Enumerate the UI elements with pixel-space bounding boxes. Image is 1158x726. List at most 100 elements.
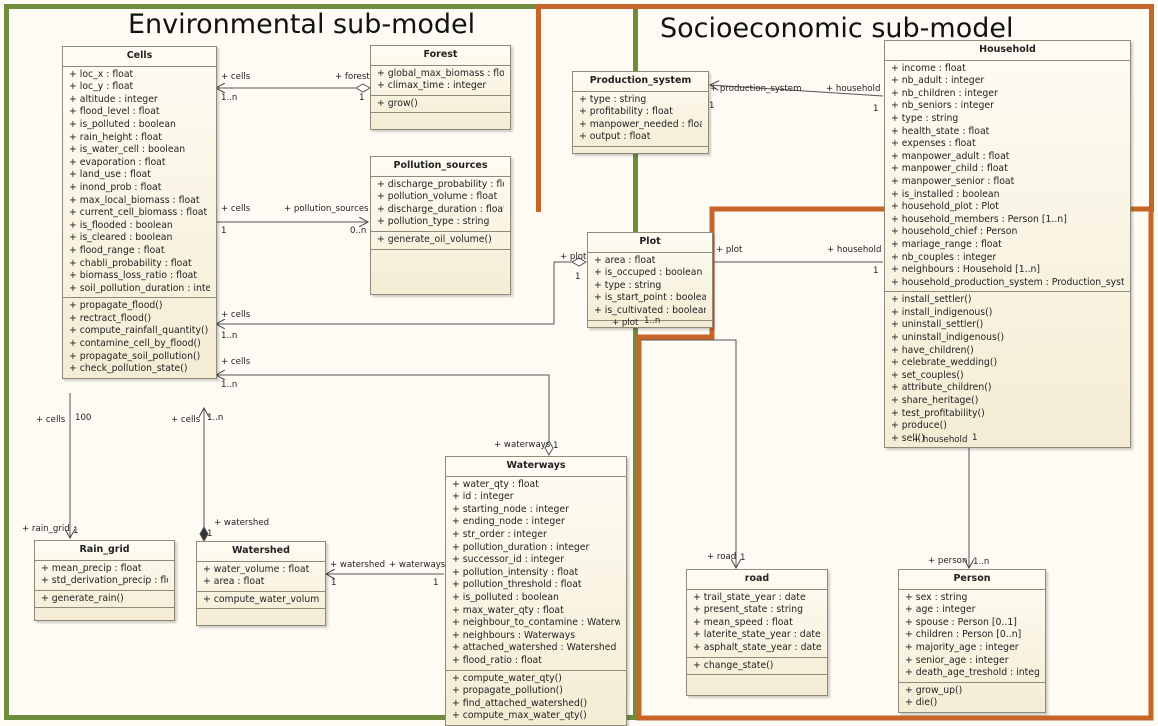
attribute: + inond_prob : float (69, 181, 162, 193)
class-household[interactable]: Household + income : float + nb_adult : … (884, 40, 1131, 449)
attribute: + neighbours : Waterways (452, 629, 576, 641)
attribute: + nb_children : integer (891, 87, 998, 99)
empty-section (371, 113, 510, 129)
assoc-plot-road (639, 336, 736, 568)
assoc-label: + cells (171, 415, 201, 425)
class-name: Household (885, 41, 1130, 61)
multiplicity-label: 1..n (644, 316, 661, 326)
assoc-label: + cells (36, 415, 66, 425)
assoc-label: + pollution_sources (284, 204, 369, 214)
class-person[interactable]: Person + sex : string + age : integer + … (898, 569, 1046, 713)
attribute: + flood_ratio : float (452, 654, 542, 666)
operation: + grow() (377, 97, 418, 109)
attribute: + is_occuped : boolean (594, 267, 703, 279)
attribute: + nb_adult : integer (891, 75, 985, 87)
attribute: + expenses : float (891, 138, 976, 150)
attribute: + pollution_threshold : float (452, 579, 582, 591)
attribute: + is_cultivated : boolean (594, 304, 706, 316)
attributes-section: + sex : string + age : integer + spouse … (899, 590, 1045, 683)
multiplicity-label: 1 (972, 433, 978, 443)
operation: + install_settler() (891, 294, 972, 306)
attribute: + manpower_adult : float (891, 150, 1010, 162)
socioeconomic-submodel-frame (636, 206, 1154, 721)
multiplicity-label: 1..n (973, 557, 990, 567)
attribute: + mean_precip : float (41, 562, 142, 574)
empty-section (197, 609, 325, 625)
operation: + generate_rain() (41, 592, 124, 604)
attribute: + household_chief : Person (891, 226, 1018, 238)
attribute: + area : float (594, 254, 656, 266)
multiplicity-label: 1..n (221, 93, 238, 103)
class-rain-grid[interactable]: Rain_grid + mean_precip : float + std_de… (34, 540, 175, 622)
attribute: + laterite_state_year : date (693, 629, 821, 641)
class-cells[interactable]: Cells + loc_x : float + loc_y : float + … (62, 46, 217, 379)
operations-section (573, 147, 708, 153)
attribute: + flood_range : float (69, 244, 165, 256)
aggregation-diamond-waterways (544, 439, 554, 457)
operation: + test_profitability() (891, 407, 985, 419)
operation: + attribute_children() (891, 382, 992, 394)
attribute: + water_qty : float (452, 478, 539, 490)
class-forest[interactable]: Forest + global_max_biomass : float + cl… (370, 45, 511, 131)
multiplicity-label: 1 (873, 266, 879, 276)
operation: + sell() (891, 432, 925, 444)
assoc-cells-plot (216, 261, 572, 324)
operations-section: + change_state() (687, 658, 827, 676)
socioeconomic-title: Socioeconomic sub-model (660, 13, 1014, 44)
attribute: + asphalt_state_year : date (693, 641, 821, 653)
class-pollution-sources[interactable]: Pollution_sources + discharge_probabilit… (370, 156, 511, 295)
assoc-label: + watershed (330, 560, 386, 570)
attribute: + max_water_qty : float (452, 604, 564, 616)
attribute: + is_water_cell : boolean (69, 144, 186, 156)
multiplicity-label: 1..n (221, 331, 238, 341)
multiplicity-label: 100 (75, 413, 92, 423)
attribute: + nb_seniors : integer (891, 100, 994, 112)
multiplicity-label: 0..n (350, 226, 367, 236)
attribute: + chabli_probability : float (69, 257, 192, 269)
attribute: + biomass_loss_ratio : float (69, 270, 197, 282)
attribute: + household_members : Person [1..n] (891, 213, 1067, 225)
attribute: + water_volume : float (203, 563, 310, 575)
assoc-label: + household (826, 84, 881, 94)
empty-section (687, 675, 827, 695)
multiplicity-label: 1..n (221, 380, 238, 390)
multiplicity-label: 1 (553, 441, 559, 451)
socioeconomic-submodel-frame-top (536, 4, 1154, 212)
class-waterways[interactable]: Waterways + water_qty : float + id : int… (445, 456, 627, 726)
assoc-label: + cells (221, 204, 251, 214)
attributes-section: + water_volume : float + area : float (197, 562, 325, 592)
attributes-section: + area : float + is_occuped : boolean + … (588, 253, 712, 321)
assoc-cells-waterways (216, 375, 550, 441)
operation: + contamine_cell_by_flood() (69, 338, 201, 350)
attribute: + id : integer (452, 491, 514, 503)
attribute: + household_plot : Plot (891, 201, 999, 213)
class-name: Waterways (446, 457, 626, 477)
attribute: + discharge_probability : float (377, 178, 504, 190)
attribute: + is_polluted : boolean (69, 118, 176, 130)
assoc-label: + household (913, 435, 968, 445)
operation: + install_indigenous() (891, 306, 993, 318)
class-name: Pollution_sources (371, 157, 510, 177)
operation: + propagate_flood() (69, 300, 163, 312)
attribute: + soil_pollution_duration : integer (69, 282, 210, 294)
multiplicity-label: 1 (433, 578, 439, 588)
attribute: + altitude : integer (69, 93, 158, 105)
attribute: + current_cell_biomass : float (69, 207, 208, 219)
class-name: Production_system (573, 72, 708, 92)
attribute: + successor_id : integer (452, 554, 565, 566)
attribute: + loc_y : float (69, 81, 134, 93)
multiplicity-label: 1 (709, 101, 715, 111)
assoc-label: + rain_grid (22, 524, 70, 534)
attribute: + manpower_child : float (891, 163, 1008, 175)
multiplicity-label: 1 (331, 578, 337, 588)
attribute: + is_cleared : boolean (69, 232, 173, 244)
operation: + uninstall_indigenous() (891, 332, 1005, 344)
operation: + compute_rainfall_quantity() (69, 325, 209, 337)
attribute: + std_derivation_precip : float (41, 575, 168, 587)
operations-section: + generate_oil_volume() (371, 232, 510, 250)
class-plot[interactable]: Plot + area : float + is_occuped : boole… (587, 232, 713, 328)
class-production-system[interactable]: Production_system + type : string + prof… (572, 71, 709, 154)
assoc-label: + waterways (389, 560, 446, 570)
class-watershed[interactable]: Watershed + water_volume : float + area … (196, 541, 326, 627)
class-road[interactable]: road + trail_state_year : date + present… (686, 569, 828, 697)
